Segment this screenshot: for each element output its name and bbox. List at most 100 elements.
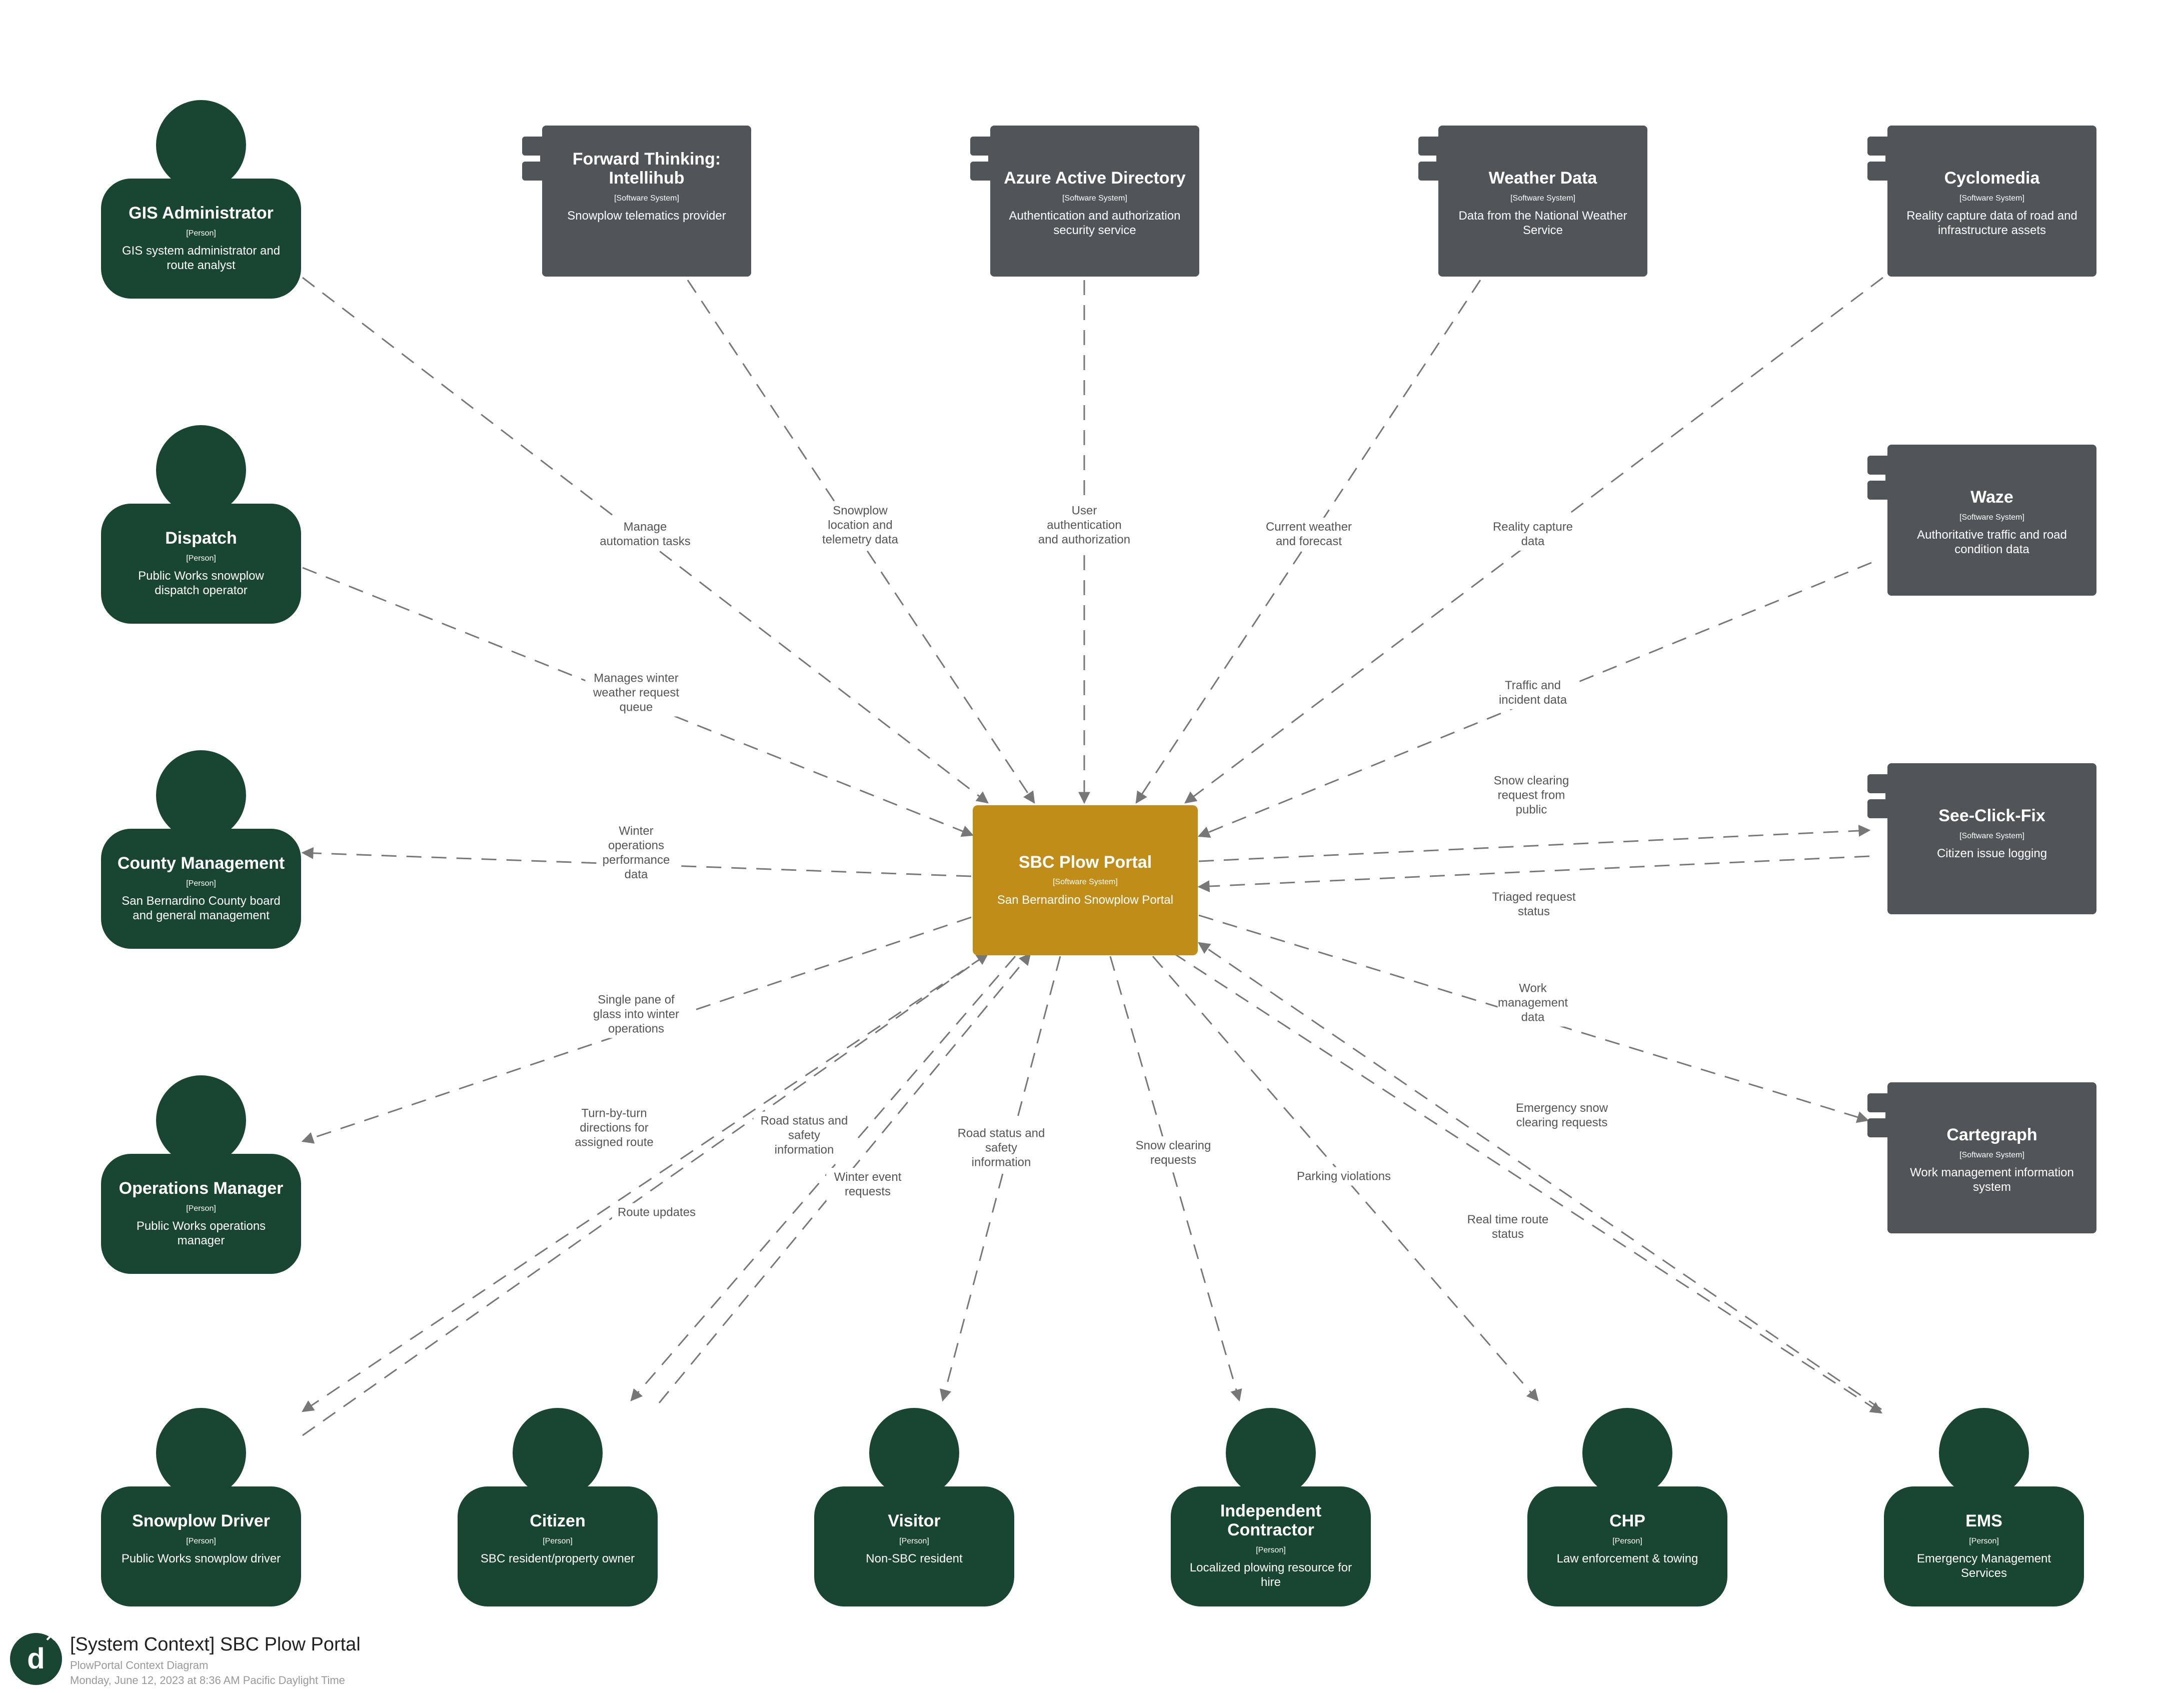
system-kind: [Software System] <box>1062 194 1127 203</box>
system-box <box>1887 445 2096 596</box>
person-head-icon <box>156 100 246 190</box>
person-body <box>814 1486 1014 1606</box>
person-citizen[interactable]: Citizen[Person]SBC resident/property own… <box>458 1408 658 1606</box>
edge-label-text: Parking violations <box>1297 1170 1391 1183</box>
edge-portal-contractor <box>1109 956 1242 1402</box>
system-azure[interactable]: Azure Active Directory[Software System]A… <box>970 126 1199 277</box>
person-body <box>101 829 301 949</box>
edge-label-text: Snow clearing <box>1494 774 1569 788</box>
person-county[interactable]: County Management[Person]San Bernardino … <box>101 750 301 949</box>
edge-label-text: management <box>1498 996 1568 1010</box>
system-cyclo[interactable]: Cyclomedia[Software System]Reality captu… <box>1867 126 2096 277</box>
center-system-box <box>973 805 1198 955</box>
system-fwd[interactable]: Forward Thinking:Intellihub[Software Sys… <box>522 126 751 277</box>
person-opsmgr[interactable]: Operations Manager[Person]Public Works o… <box>101 1075 301 1274</box>
edge-label-text: Reality capture <box>1493 520 1573 534</box>
system-desc: Authentication and authorization <box>1009 209 1181 223</box>
system-kind: [Software System] <box>614 194 679 203</box>
edge-label-bg <box>812 501 908 549</box>
center-kind: [Software System] <box>1053 878 1118 886</box>
person-body <box>1527 1486 1727 1606</box>
edge-portal-carte <box>1198 914 1869 1123</box>
person-title: Snowplow Driver <box>132 1511 270 1530</box>
nodes-layer: GIS Administrator[Person]GIS system admi… <box>101 100 2096 1606</box>
edge-label-text: Route updates <box>618 1206 696 1219</box>
person-kind: [Person] <box>899 1537 929 1545</box>
system-desc: Snowplow telematics provider <box>567 209 726 223</box>
person-body <box>101 179 301 299</box>
person-title: Independent <box>1220 1501 1321 1520</box>
person-desc: Non-SBC resident <box>866 1552 963 1565</box>
person-chp[interactable]: CHP[Person]Law enforcement & towing <box>1527 1408 1727 1606</box>
system-kind: [Software System] <box>1959 1151 2024 1159</box>
person-driver[interactable]: Snowplow Driver[Person]Public Works snow… <box>101 1408 301 1606</box>
edge-label-bg <box>1482 518 1584 551</box>
edge-label-bg <box>1504 1099 1619 1132</box>
person-title: CHP <box>1609 1511 1645 1530</box>
component-tab-joint <box>1885 456 1889 500</box>
component-tab-joint <box>1436 137 1440 181</box>
edge-label-portal-chp: Parking violations <box>1283 1167 1404 1186</box>
component-tab-joint <box>1885 1093 1889 1137</box>
edge-label-bg <box>1283 1167 1404 1186</box>
person-dispatch[interactable]: Dispatch[Person]Public Works snowplowdis… <box>101 425 301 624</box>
edge-label-bg <box>579 990 694 1038</box>
person-head-icon <box>1582 1408 1672 1498</box>
system-carte[interactable]: Cartegraph[Software System]Work manageme… <box>1867 1082 2096 1233</box>
person-head-icon <box>156 1075 246 1165</box>
system-sbc-plow-portal[interactable]: SBC Plow Portal[Software System]San Bern… <box>973 805 1198 955</box>
system-kind: [Software System] <box>1959 513 2024 522</box>
person-body <box>1884 1486 2084 1606</box>
system-weather[interactable]: Weather Data[Software System]Data from t… <box>1418 126 1647 277</box>
person-desc: route analyst <box>167 259 236 272</box>
edge-label-text: operations <box>608 1022 664 1036</box>
edge-label-text: User <box>1072 504 1097 518</box>
edge-label-text: safety <box>985 1141 1017 1155</box>
edge-label-text: Emergency snow <box>1516 1101 1608 1115</box>
edge-label-text: automation tasks <box>600 535 690 548</box>
diagram-subtitle: PlowPortal Context Diagram <box>70 1659 209 1671</box>
edge-label-text: incident data <box>1499 693 1567 707</box>
edge-label-bg <box>1483 888 1585 921</box>
system-box <box>1887 763 2096 914</box>
person-desc: Public Works snowplow <box>138 569 264 583</box>
person-desc: Public Works operations <box>137 1219 266 1233</box>
person-gis[interactable]: GIS Administrator[Person]GIS system admi… <box>101 100 301 299</box>
system-box <box>990 126 1199 277</box>
edge-ems-portal <box>1198 942 1882 1410</box>
person-kind: [Person] <box>186 229 216 238</box>
edge-label-text: Work <box>1519 982 1547 995</box>
system-waze[interactable]: Waze[Software System]Authoritative traff… <box>1867 445 2096 596</box>
edge-portal-ems <box>1172 952 1883 1414</box>
edge-label-text: clearing requests <box>1516 1116 1608 1129</box>
system-seeclick[interactable]: See-Click-Fix[Software System]Citizen is… <box>1867 763 2096 914</box>
edge-seeclick-portal <box>1197 855 1870 893</box>
edge-label-text: requests <box>1150 1153 1196 1167</box>
edge-label-text: Triaged request <box>1492 890 1576 904</box>
edge-label-text: data <box>1521 535 1545 548</box>
edge-label-text: safety <box>788 1129 820 1142</box>
system-desc: Service <box>1523 224 1563 237</box>
person-desc: GIS system administrator and <box>122 244 280 258</box>
edge-label-text: status <box>1492 1227 1524 1241</box>
edge-portal-visitor <box>939 956 1061 1402</box>
diagram-title: [System Context] SBC Plow Portal <box>70 1634 361 1655</box>
person-title: Dispatch <box>165 529 237 548</box>
person-visitor[interactable]: Visitor[Person]Non-SBC resident <box>814 1408 1014 1606</box>
person-kind: [Person] <box>186 1537 216 1545</box>
edge-label-text: public <box>1516 803 1547 817</box>
system-title: Intellihub <box>609 169 684 188</box>
